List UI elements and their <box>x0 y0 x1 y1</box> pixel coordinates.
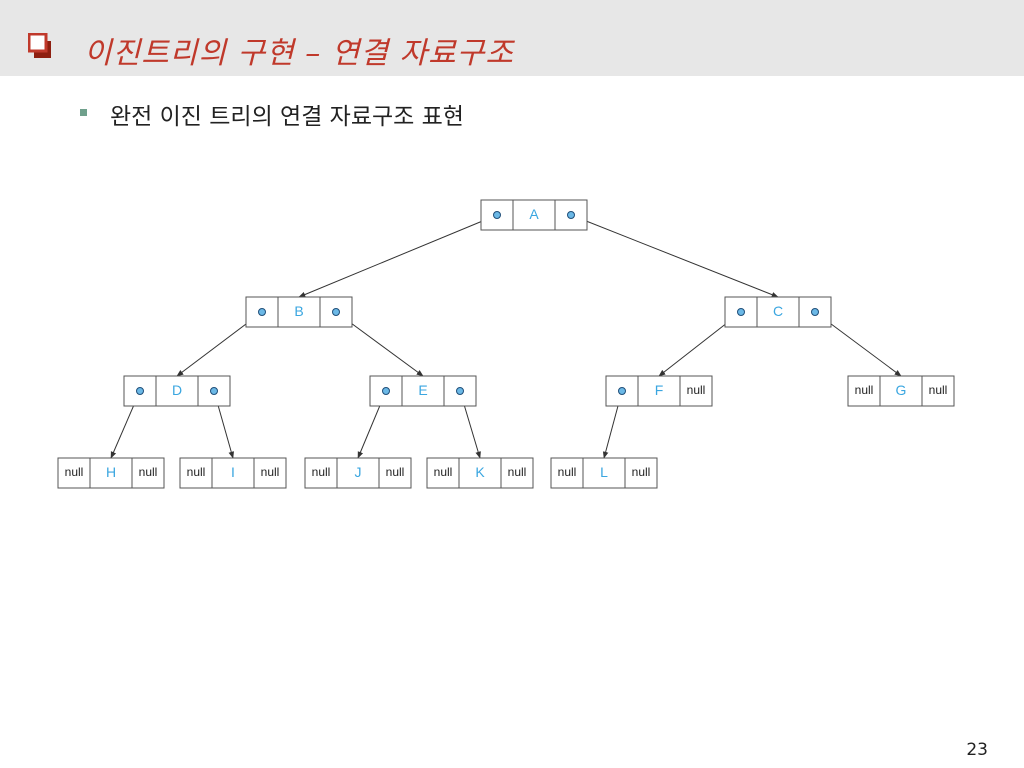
node-label: I <box>231 464 235 480</box>
edge-a-b <box>298 214 498 298</box>
right-pointer-dot <box>456 387 464 395</box>
slide-subtitle: 완전 이진 트리의 연결 자료구조 표현 <box>110 104 464 130</box>
node-label: J <box>355 464 362 480</box>
title-bar <box>0 0 1024 76</box>
right-pointer-dot <box>567 211 575 219</box>
right-pointer-dot <box>332 308 340 316</box>
tree-node-b: B <box>245 296 353 328</box>
left-null-label: null <box>187 465 206 479</box>
left-pointer-dot <box>618 387 626 395</box>
right-null-label: null <box>508 465 527 479</box>
square-bullet-icon <box>80 109 87 116</box>
left-null-label: null <box>312 465 331 479</box>
node-box <box>426 457 534 489</box>
node-box <box>550 457 658 489</box>
node-label: K <box>475 464 485 480</box>
right-pointer-dot <box>210 387 218 395</box>
right-null-label: null <box>632 465 651 479</box>
tree-node-a: A <box>480 199 588 231</box>
node-label: B <box>294 303 303 319</box>
right-null-label: null <box>386 465 405 479</box>
tree-node-e: E <box>369 375 477 407</box>
slide-title: 이진트리의 구현 – 연결 자료구조 <box>84 36 514 71</box>
node-box <box>57 457 165 489</box>
edge-a-c <box>570 214 779 298</box>
checkbox-bullet-icon <box>28 33 51 58</box>
right-pointer-dot <box>811 308 819 316</box>
left-null-label: null <box>434 465 453 479</box>
tree-node-d: D <box>123 375 231 407</box>
left-pointer-dot <box>493 211 501 219</box>
node-label: L <box>600 464 608 480</box>
page-number: 23 <box>966 740 988 760</box>
node-box <box>605 375 713 407</box>
right-null-label: null <box>929 383 948 397</box>
tree-node-c: C <box>724 296 832 328</box>
node-box <box>304 457 412 489</box>
left-null-label: null <box>65 465 84 479</box>
left-pointer-dot <box>136 387 144 395</box>
node-label: H <box>106 464 116 480</box>
left-pointer-dot <box>737 308 745 316</box>
node-label: F <box>655 382 664 398</box>
node-box <box>847 375 955 407</box>
right-null-label: null <box>139 465 158 479</box>
node-label: C <box>773 303 783 319</box>
left-null-label: null <box>855 383 874 397</box>
right-null-label: null <box>261 465 280 479</box>
node-box <box>179 457 287 489</box>
node-label: E <box>418 382 427 398</box>
left-pointer-dot <box>258 308 266 316</box>
left-pointer-dot <box>382 387 390 395</box>
right-null-label: null <box>687 383 706 397</box>
node-label: D <box>172 382 182 398</box>
node-label: A <box>529 206 539 222</box>
left-null-label: null <box>558 465 577 479</box>
node-label: G <box>896 382 907 398</box>
